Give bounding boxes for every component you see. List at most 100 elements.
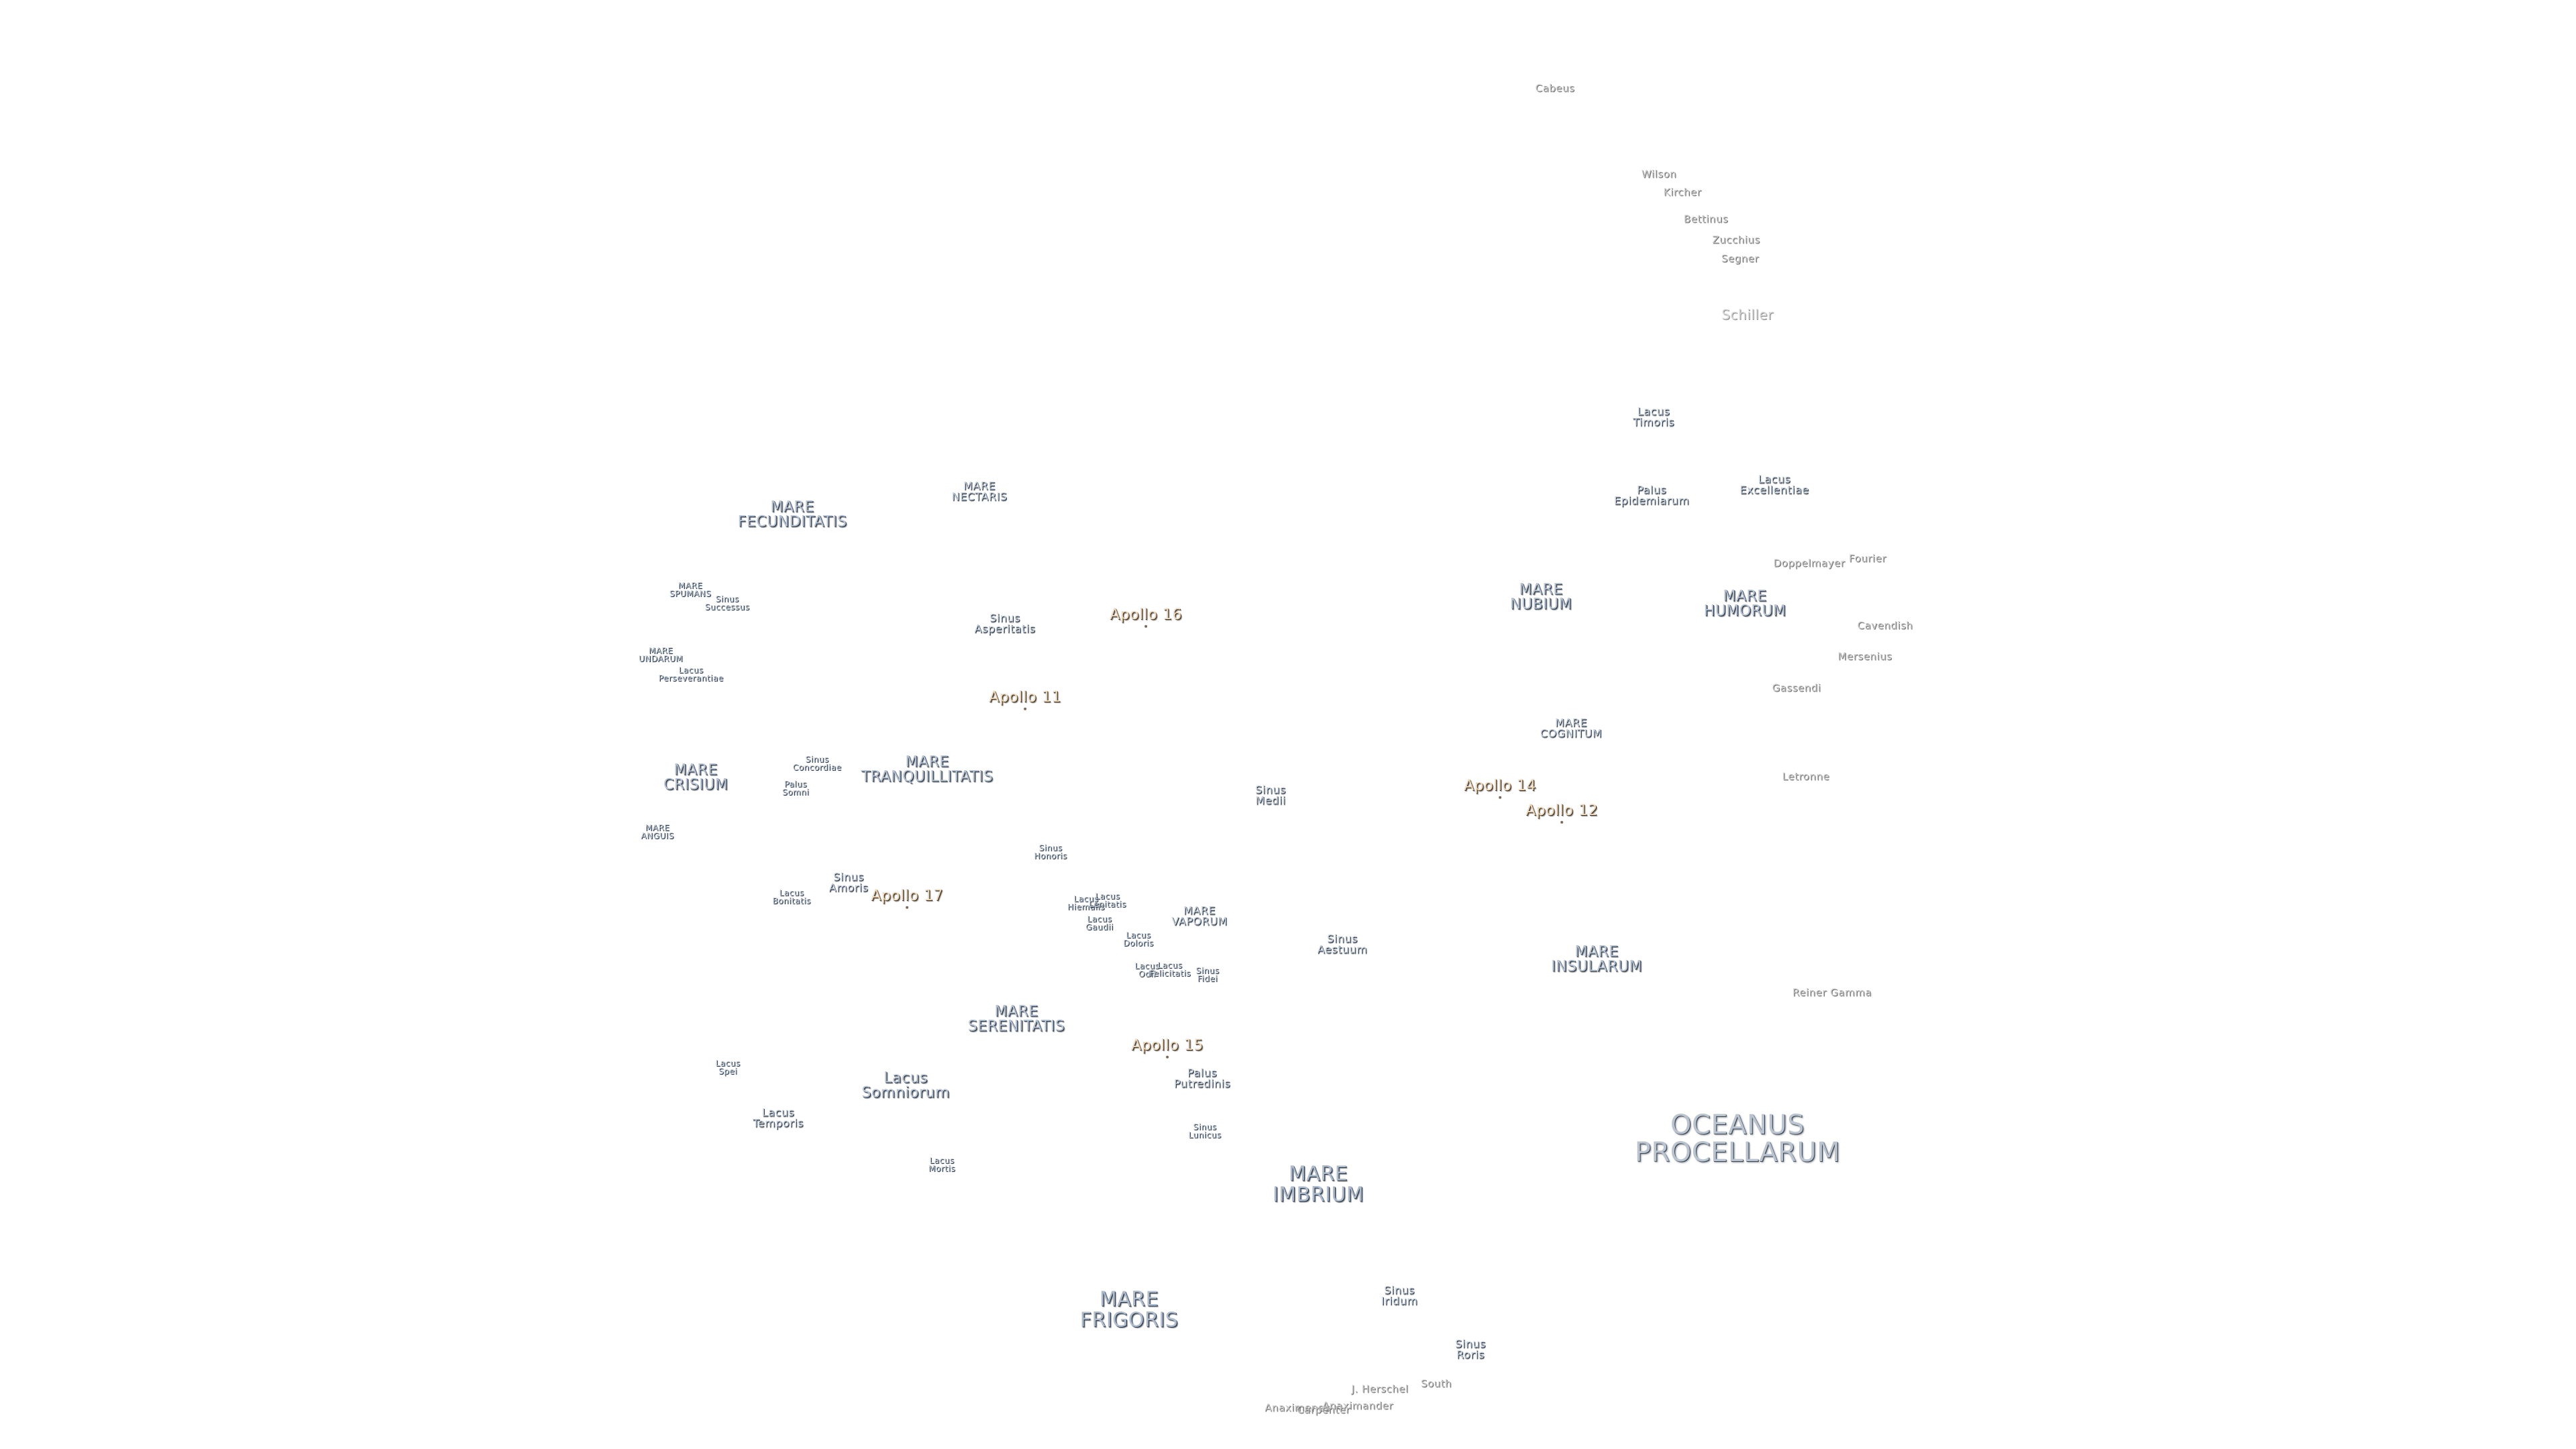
label-line: OCEANUS (1670, 1110, 1805, 1141)
label-line: MARE (678, 580, 703, 590)
label-line: MARE (1574, 943, 1619, 961)
crater-kircher: Kircher (1663, 186, 1702, 199)
label-line: Spei (718, 1067, 737, 1076)
crater-cabeus: Cabeus (1535, 82, 1575, 95)
apollo-site-12: Apollo 12 (1525, 802, 1598, 824)
crater-doppelmayer: Doppelmayer (1773, 557, 1845, 570)
label-line: FECUNDITATIS (737, 514, 847, 531)
label-line: MARE (1099, 1287, 1159, 1311)
label-lacus-spei: Lacus Spei (716, 1059, 741, 1076)
crater-anaximenes: Anaximenes (1265, 1401, 1330, 1414)
crater-j-herschel: J. Herschel (1351, 1383, 1409, 1395)
label-line: Sinus (715, 594, 739, 604)
label-line: Felicitatis (1148, 969, 1191, 978)
label-mare-tranquillitatis: MARE TRANQUILLITATIS (861, 755, 994, 786)
label-line: COGNITUM (1540, 727, 1603, 740)
label-mare-nubium: MARE NUBIUM (1510, 582, 1572, 613)
label-line: Sinus (1195, 965, 1220, 975)
label-sinus-amoris: Sinus Amoris (828, 871, 869, 894)
label-lacus-doloris: Lacus Doloris (1123, 930, 1153, 948)
label-line: INSULARUM (1551, 959, 1642, 975)
label-mare-anguis: MARE ANGUIS (641, 824, 674, 841)
label-lacus-lenitatis: Lacus Lenitatis (1089, 892, 1126, 909)
label-line: PROCELLARUM (1634, 1137, 1841, 1168)
label-sinus-asperitatis: Sinus Asperitatis (974, 611, 1036, 635)
crater-bettinus: Bettinus (1683, 213, 1729, 225)
apollo-site-14: Apollo 14 (1464, 777, 1536, 800)
label-sinus-honoris: Sinus Honoris (1034, 844, 1067, 861)
crater-fourier: Fourier (1848, 552, 1887, 565)
label-lacus-hiemalis: Lacus Hiemalis (1067, 895, 1105, 912)
label-mare-frigoris: MARE FRIGORIS (1080, 1289, 1179, 1330)
label-line: Epidemiarum (1613, 494, 1690, 507)
label-line: Timoris (1633, 416, 1674, 429)
label-line: Aestuum (1317, 943, 1368, 956)
label-line: Hiemalis (1067, 902, 1105, 912)
label-line: Lacus (1087, 914, 1112, 924)
label-line: Lacus (761, 1106, 795, 1119)
label-line: Gaudii (1085, 922, 1114, 932)
crater-carpenter: Carpenter (1297, 1403, 1350, 1416)
label-line: Lacus (1758, 472, 1791, 486)
label-line: ANGUIS (641, 831, 674, 841)
label-line: Odii (1138, 969, 1156, 979)
label-line: MARE (674, 761, 718, 779)
label-line: Lunicus (1188, 1130, 1222, 1140)
label-line: CRISIUM (663, 777, 729, 794)
label-line: IMBRIUM (1272, 1183, 1364, 1206)
label-line: Temporis (753, 1117, 804, 1130)
label-line: Lacus (1157, 960, 1183, 970)
label-line: Lenitatis (1089, 900, 1126, 909)
crater-mersenius: Mersenius (1837, 650, 1892, 663)
crater-gassendi: Gassendi (1772, 682, 1821, 694)
label-line: Honoris (1034, 851, 1067, 861)
label-lacus-odii: Lacus Odii (1135, 962, 1160, 979)
label-line: Amoris (828, 881, 869, 894)
label-sinus-fidei: Sinus Fidei (1196, 967, 1220, 983)
label-line: UNDARUM (639, 654, 683, 663)
label-line: Sinus (989, 611, 1020, 625)
label-lacus-felicitatis: Lacus Felicitatis (1148, 960, 1191, 978)
label-line: Sinus (805, 754, 829, 764)
label-line: Asperitatis (974, 623, 1036, 635)
label-palus-somni: Palus Somni (782, 780, 810, 797)
label-mare-fecunditatis: MARE FECUNDITATIS (738, 500, 847, 531)
label-lacus-gaudii: Lacus Gaudii (1085, 914, 1114, 932)
label-lacus-bonitatis: Lacus Bonitatis (772, 889, 811, 906)
label-line: Sinus (1255, 783, 1286, 796)
label-line: Perseverantiae (658, 674, 724, 683)
label-line: Putredinis (1173, 1077, 1231, 1090)
crater-letronne: Letronne (1782, 770, 1830, 783)
label-line: Excellentiae (1739, 484, 1809, 496)
label-line: Fidei (1197, 974, 1218, 983)
crater-wilson: Wilson (1641, 168, 1677, 180)
label-line: Lacus (1126, 930, 1151, 940)
label-line: Concordiae (792, 763, 842, 772)
label-sinus-successus: Sinus Successus (705, 594, 750, 612)
crater-anaximander: Anaximander (1322, 1399, 1393, 1412)
label-sinus-roris: Sinus Roris (1455, 1338, 1486, 1361)
label-lacus-excellentiae: Lacus Excellentiae (1739, 474, 1809, 496)
label-line: FRIGORIS (1079, 1308, 1179, 1332)
label-line: Bonitatis (772, 896, 811, 906)
label-palus-epidemiarum: Palus Epidemiarum (1613, 483, 1690, 507)
label-sinus-medii: Sinus Medii (1255, 783, 1286, 807)
label-mare-humorum: MARE HUMORUM (1704, 589, 1786, 620)
label-line: Lacus (929, 1155, 955, 1165)
crater-schiller: Schiller (1721, 306, 1774, 323)
apollo-site-15: Apollo 15 (1131, 1036, 1203, 1059)
label-mare-vaporum: MARE VAPORUM (1171, 905, 1228, 928)
label-line: Somni (782, 788, 810, 797)
label-line: Palus (1636, 483, 1667, 496)
crater-segner: Segner (1721, 252, 1760, 265)
apollo-site-11: Apollo 11 (989, 688, 1061, 711)
crater-cavendish: Cavendish (1857, 619, 1913, 632)
label-mare-insularum: MARE INSULARUM (1551, 945, 1642, 975)
label-line: Sinus (1384, 1283, 1415, 1297)
crater-zucchius: Zucchius (1712, 233, 1760, 246)
label-sinus-lunicus: Sinus Lunicus (1188, 1123, 1222, 1140)
label-mare-crisium: MARE CRISIUM (663, 763, 728, 794)
label-line: VAPORUM (1171, 915, 1228, 928)
label-line: MARE (1555, 716, 1587, 729)
